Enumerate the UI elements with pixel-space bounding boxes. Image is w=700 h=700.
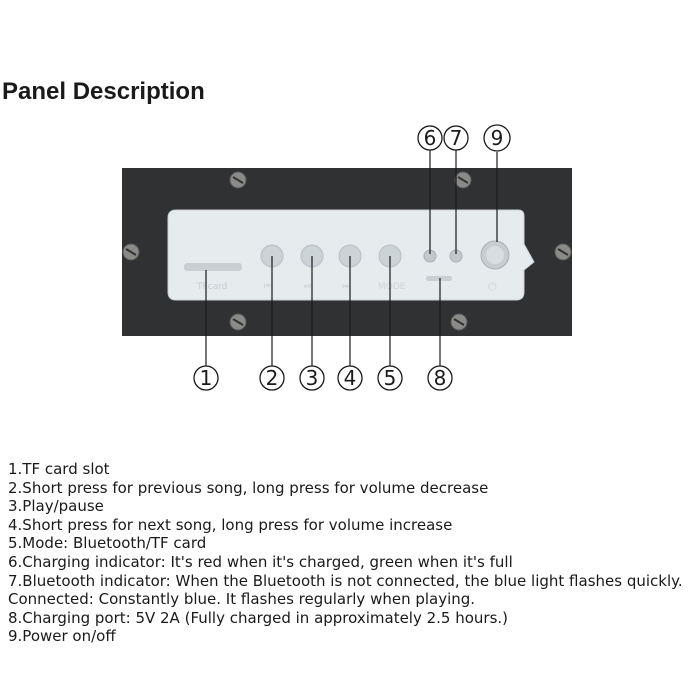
next-icon: ⏭ [342,281,351,292]
svg-text:6: 6 [424,126,437,150]
description-line: 6.Charging indicator: It's red when it's… [8,552,513,571]
description-line: Connected: Constantly blue. It flashes r… [8,590,476,609]
callout-5: 5 [377,365,403,391]
svg-text:3: 3 [306,366,319,390]
description-line: 5.Mode: Bluetooth/TF card [8,534,207,553]
description-line: 8.Charging port: 5V 2A (Fully charged in… [8,608,509,627]
screw-icon [450,313,468,331]
svg-text:1: 1 [200,366,213,390]
callout-1: 1 [193,365,219,391]
screw-icon [229,313,247,331]
callout-9: 9 [483,124,511,152]
description-line: 4.Short press for next song, long press … [8,515,453,534]
svg-text:4: 4 [344,366,357,390]
callout-4: 4 [337,365,363,391]
previous-icon: ⏮ [264,281,273,292]
description-line: 2.Short press for previous song, long pr… [8,478,489,497]
power-icon: ⏻ [488,280,497,293]
svg-text:8: 8 [434,366,447,390]
callout-7: 7 [443,125,469,151]
description-line: 1.TF card slot [8,460,110,478]
description-line: 3.Play/pause [8,497,104,516]
tf-card-slot[interactable] [184,263,242,271]
callout-2: 2 [259,365,285,391]
screw-icon [554,243,572,261]
callout-6: 6 [417,125,443,151]
callout-8: 8 [427,365,453,391]
description-list: 1.TF card slot 2.Short press for previou… [8,460,700,646]
callout-3: 3 [299,365,325,391]
page-title: Panel Description [2,78,205,105]
svg-text:5: 5 [384,366,397,390]
description-line: 7.Bluetooth indicator: When the Bluetoot… [8,571,683,590]
screw-icon [229,171,247,189]
svg-text:2: 2 [266,366,279,390]
description-line: 9.Power on/off [8,627,116,646]
screw-icon [122,243,140,261]
svg-text:7: 7 [450,126,463,150]
mode-mark: MODE [378,282,406,292]
charging-port[interactable] [426,276,452,281]
tf-label-mark: TFcard [196,282,227,292]
panel-diagram: TFcard ⏮ ⏯ ⏭ MODE ⏻ 6 7 9 1 2 [122,124,572,391]
power-button-cap [486,246,504,264]
screw-icon [454,171,472,189]
play-icon: ⏯ [304,281,312,292]
svg-text:9: 9 [491,126,504,150]
